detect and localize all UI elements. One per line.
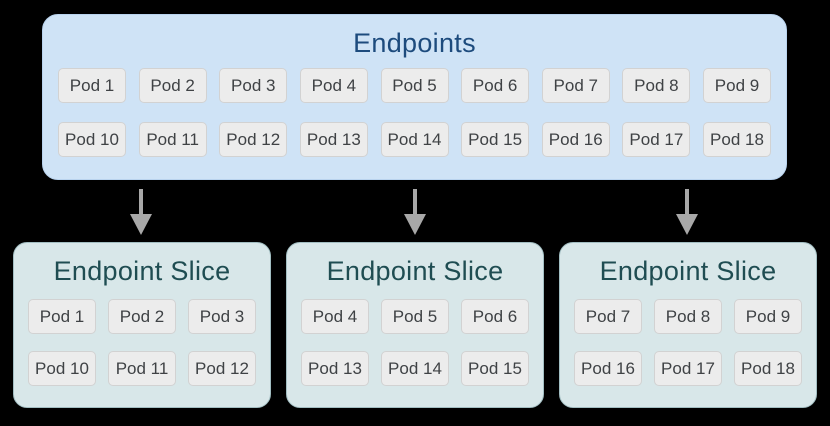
pod-chip: Pod 2 — [108, 299, 176, 334]
endpoints-pod-row-1: Pod 1 Pod 2 Pod 3 Pod 4 Pod 5 Pod 6 Pod 7 Pod 8… — [43, 68, 786, 103]
pod-chip: Pod 16 — [541, 122, 610, 157]
pod-chip: Pod 1 — [58, 68, 126, 103]
arrow-stem — [413, 189, 417, 214]
down-arrow-1 — [130, 189, 152, 235]
endpoints-pod-row-2: Pod 10 Pod 11 Pod 12 Pod 13 Pod 14 Pod 15 Pod … — [43, 122, 786, 157]
slice-3-pod-row-1: Pod 7 Pod 8 Pod 9 — [560, 299, 816, 334]
pod-chip: Pod 2 — [138, 68, 207, 103]
endpoint-slice-title: Endpoint Slice — [599, 256, 777, 286]
arrow-head-icon — [404, 214, 426, 235]
pod-chip: Pod 5 — [381, 299, 449, 334]
pod-chip: Pod 11 — [108, 351, 176, 386]
pod-chip: Pod 13 — [301, 351, 369, 386]
arrow-stem — [139, 189, 143, 214]
endpoints-title: Endpoints — [353, 28, 476, 58]
pod-chip: Pod 18 — [703, 122, 771, 157]
pod-chip: Pod 6 — [461, 68, 530, 103]
pod-chip: Pod 18 — [734, 351, 802, 386]
pod-chip: Pod 12 — [219, 122, 288, 157]
pod-chip: Pod 14 — [380, 122, 449, 157]
arrow-head-icon — [676, 214, 698, 235]
pod-chip: Pod 9 — [703, 68, 771, 103]
slice-1-pod-row-2: Pod 10 Pod 11 Pod 12 — [14, 351, 270, 386]
pod-chip: Pod 4 — [299, 68, 368, 103]
down-arrow-3 — [676, 189, 698, 235]
pod-chip: Pod 4 — [301, 299, 369, 334]
arrow-stem — [685, 189, 689, 214]
pod-chip: Pod 8 — [622, 68, 691, 103]
pod-chip: Pod 7 — [541, 68, 610, 103]
slice-3-pod-row-2: Pod 16 Pod 17 Pod 18 — [560, 351, 816, 386]
slice-2-pod-row-2: Pod 13 Pod 14 Pod 15 — [287, 351, 543, 386]
pod-chip: Pod 14 — [381, 351, 449, 386]
pod-chip: Pod 15 — [461, 351, 529, 386]
slice-1-pod-row-1: Pod 1 Pod 2 Pod 3 — [14, 299, 270, 334]
pod-chip: Pod 8 — [654, 299, 722, 334]
slice-2-pod-row-1: Pod 4 Pod 5 Pod 6 — [287, 299, 543, 334]
endpoint-slice-title: Endpoint Slice — [326, 256, 504, 286]
pod-chip: Pod 9 — [734, 299, 802, 334]
endpoint-slice-title: Endpoint Slice — [53, 256, 231, 286]
endpoints-box: Endpoints Pod 1 Pod 2 Pod 3 Pod 4 Pod 5 Pod 6… — [42, 14, 787, 180]
arrow-head-icon — [130, 214, 152, 235]
pod-chip: Pod 10 — [58, 122, 126, 157]
pod-chip: Pod 17 — [654, 351, 722, 386]
pod-chip: Pod 1 — [28, 299, 96, 334]
pod-chip: Pod 10 — [28, 351, 96, 386]
pod-chip: Pod 3 — [219, 68, 288, 103]
pod-chip: Pod 16 — [574, 351, 642, 386]
pod-chip: Pod 13 — [299, 122, 368, 157]
pod-chip: Pod 11 — [138, 122, 207, 157]
pod-chip: Pod 12 — [188, 351, 256, 386]
pod-chip: Pod 7 — [574, 299, 642, 334]
down-arrow-2 — [404, 189, 426, 235]
pod-chip: Pod 5 — [380, 68, 449, 103]
pod-chip: Pod 3 — [188, 299, 256, 334]
pod-chip: Pod 15 — [461, 122, 530, 157]
pod-chip: Pod 6 — [461, 299, 529, 334]
pod-chip: Pod 17 — [622, 122, 691, 157]
